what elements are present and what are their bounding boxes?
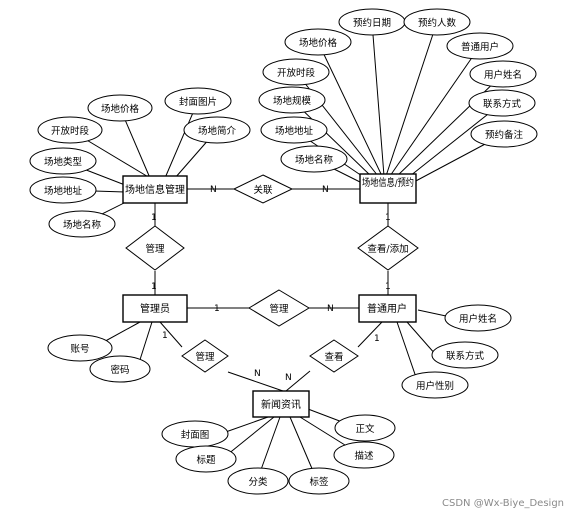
cardinality-user-up: 1 (385, 282, 391, 292)
attr-user-name-label: 用户姓名 (459, 313, 497, 325)
attr-booking-remark (470, 120, 538, 148)
entity-venue-booking-label: 场地信息/预约 (362, 176, 414, 189)
attr-booking-count (403, 8, 471, 36)
attr-mgmt-type-label: 场地类型 (44, 156, 83, 168)
attr-news-body-label: 正文 (355, 423, 375, 435)
relationship-manage-news-label: 管理 (195, 351, 215, 363)
cardinality-admin-news-admin: 1 (162, 331, 168, 341)
attr-admin-password (89, 355, 151, 383)
attr-booking-price-label: 场地价格 (299, 37, 338, 49)
attr-booking-contact (468, 89, 536, 117)
entity-admin-label: 管理员 (140, 302, 170, 315)
attr-mgmt-cover-label: 封面图片 (179, 96, 217, 108)
attr-booking-count-label: 预约人数 (418, 17, 457, 29)
cardinality-associate-right: N (322, 185, 329, 195)
attr-mgmt-intro (183, 116, 251, 144)
cardinality-booking-down: 1 (385, 213, 391, 223)
attr-mgmt-open-hours (37, 116, 103, 144)
entity-news-label: 新闻资讯 (261, 398, 301, 411)
attr-news-tags (288, 467, 350, 495)
relationship-associate (232, 174, 294, 204)
cardinality-labels: N N 1 1 1 1 1 N 1 N 1 N (151, 185, 391, 383)
relationship-manage-user-label: 管理 (269, 303, 289, 315)
attr-user-contact (431, 341, 499, 369)
entity-user-label: 普通用户 (367, 302, 407, 315)
relationship-view-add-label: 查看/添加 (367, 243, 408, 255)
attr-booking-user-label: 普通用户 (461, 41, 499, 53)
attr-admin-account (47, 334, 113, 362)
cardinality-user-news-news: N (285, 373, 292, 383)
entity-venue-info-mgmt (122, 175, 188, 204)
attr-booking-user-name (469, 60, 537, 88)
attr-mgmt-price (87, 94, 153, 122)
attr-mgmt-address-label: 场地地址 (44, 185, 83, 197)
attr-mgmt-type (29, 147, 97, 175)
attr-news-desc-label: 描述 (354, 450, 374, 462)
attr-admin-account-label: 账号 (70, 344, 89, 355)
attr-booking-open-hours-label: 开放时段 (277, 67, 316, 79)
cardinality-user-news-user: 1 (374, 334, 380, 344)
attr-news-category (227, 467, 289, 495)
attr-news-body (334, 414, 396, 442)
attr-booking-user-name-label: 用户姓名 (484, 69, 522, 81)
attr-mgmt-name (48, 210, 116, 238)
relationship-view-news-label: 查看 (324, 351, 343, 363)
attr-mgmt-intro-label: 场地简介 (198, 125, 237, 137)
relationship-manage-venue (125, 225, 185, 271)
attr-mgmt-open-hours-label: 开放时段 (51, 125, 90, 137)
attr-booking-contact-label: 联系方式 (483, 98, 522, 110)
attr-booking-address (260, 116, 328, 144)
entity-news (252, 390, 310, 418)
entity-venue-info-mgmt-label: 场地信息管理 (125, 183, 185, 196)
attr-mgmt-name-label: 场地名称 (63, 219, 102, 231)
attr-news-cover-label: 封面图 (181, 429, 210, 441)
relationship-view-news (309, 339, 359, 373)
attr-mgmt-address (29, 176, 97, 204)
relationship-associate-label: 关联 (253, 184, 273, 196)
attr-user-gender (401, 371, 469, 399)
attr-news-tags-label: 标签 (309, 476, 329, 488)
relationship-manage-news (181, 339, 229, 373)
relationship-manage-user (248, 289, 310, 327)
cardinality-associate-left: N (210, 185, 217, 195)
cardinality-admin-news-news: N (254, 369, 261, 379)
attr-booking-name-label: 场地名称 (295, 154, 334, 166)
attr-booking-user (446, 32, 514, 60)
cardinality-mgmt-down: 1 (151, 213, 157, 223)
relationship-manage-venue-label: 管理 (145, 243, 165, 255)
attr-booking-date-label: 预约日期 (353, 17, 391, 29)
attr-news-title-label: 标题 (196, 454, 216, 466)
entity-admin (122, 294, 188, 323)
relationship-view-add (357, 225, 419, 271)
attr-booking-scale (258, 86, 326, 114)
cardinality-admin-up: 1 (151, 282, 157, 292)
entity-user (358, 294, 417, 323)
attr-booking-address-label: 场地地址 (275, 125, 314, 137)
attr-mgmt-price-label: 场地价格 (101, 103, 140, 115)
entity-venue-booking (359, 173, 417, 204)
attr-booking-remark-label: 预约备注 (485, 129, 524, 141)
attr-user-name (444, 304, 512, 332)
attr-mgmt-cover (164, 87, 232, 115)
attr-booking-scale-label: 场地规模 (273, 95, 312, 107)
cardinality-admin-user-right: N (327, 304, 334, 314)
attr-booking-open-hours (262, 58, 330, 86)
attr-news-title (175, 445, 237, 473)
attr-booking-name (280, 145, 348, 173)
attr-admin-password-label: 密码 (110, 364, 129, 376)
attr-news-desc (333, 441, 395, 469)
attr-news-category-label: 分类 (248, 476, 268, 488)
watermark: CSDN @Wx-Biye_Design (442, 498, 564, 509)
attr-user-contact-label: 联系方式 (446, 350, 485, 362)
cardinality-admin-user-left: 1 (214, 304, 220, 314)
attr-user-gender-label: 用户性别 (416, 380, 454, 392)
attr-booking-price (284, 28, 352, 56)
